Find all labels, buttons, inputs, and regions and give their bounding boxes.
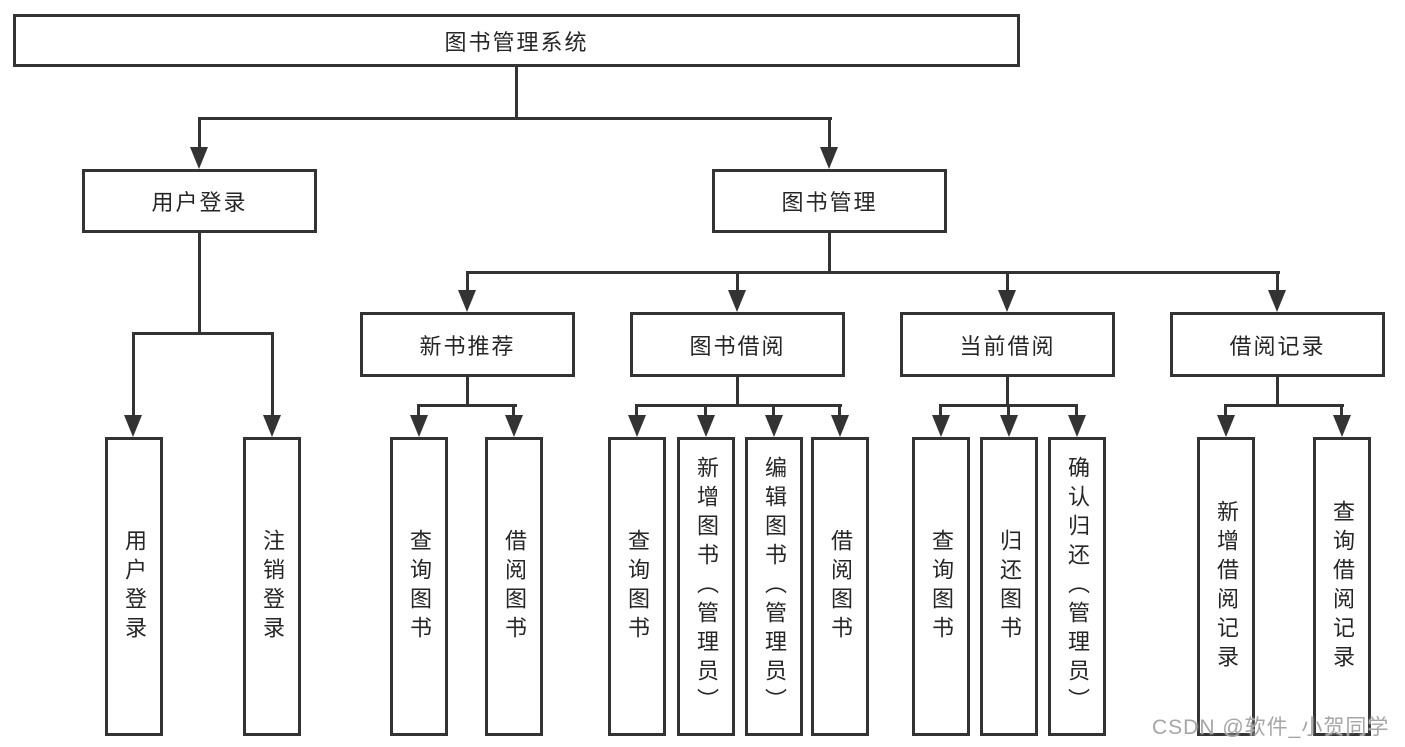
leaf-return-book: 归还图书	[980, 437, 1038, 736]
arrow-down-icon	[820, 147, 838, 169]
node-borrow-record: 借阅记录	[1170, 312, 1385, 377]
node-current-borrow-label: 当前借阅	[959, 333, 1056, 359]
leaf-edit-book-admin-label: 编辑图书（管理员）	[762, 456, 787, 717]
node-user-login: 用户登录	[82, 169, 317, 233]
leaf-query-borrow-record-label: 查询借阅记录	[1330, 499, 1355, 674]
connector	[736, 377, 739, 407]
arrow-down-icon	[932, 415, 950, 437]
leaf-edit-book-admin: 编辑图书（管理员）	[745, 437, 803, 736]
node-root: 图书管理系统	[13, 14, 1020, 67]
connector	[828, 117, 831, 149]
node-current-borrow: 当前借阅	[900, 312, 1115, 377]
node-book-borrow: 图书借阅	[630, 312, 845, 377]
arrow-down-icon	[124, 415, 142, 437]
leaf-borrow-book-borrow: 借阅图书	[811, 437, 869, 736]
connector	[1224, 404, 1344, 407]
leaf-logout-label: 注销登录	[260, 528, 285, 645]
leaf-add-borrow-record-label: 新增借阅记录	[1214, 499, 1239, 674]
connector	[1006, 271, 1009, 292]
connector	[1007, 404, 1010, 417]
connector	[515, 66, 518, 120]
connector	[512, 404, 515, 417]
node-borrow-record-label: 借阅记录	[1229, 333, 1326, 359]
arrow-down-icon	[1268, 290, 1286, 312]
arrow-down-icon	[263, 415, 281, 437]
arrow-down-icon	[765, 415, 783, 437]
leaf-query-book-recommend-label: 查询图书	[407, 528, 432, 645]
arrow-down-icon	[190, 147, 208, 169]
leaf-user-login-label: 用户登录	[122, 528, 147, 645]
connector	[1075, 404, 1078, 417]
leaf-borrow-book-recommend-label: 借阅图书	[502, 528, 527, 645]
arrow-down-icon	[1333, 415, 1351, 437]
leaf-query-book-borrow: 查询图书	[608, 437, 666, 736]
connector	[635, 404, 638, 417]
arrow-down-icon	[1000, 415, 1018, 437]
connector	[198, 233, 201, 335]
connector	[939, 404, 942, 417]
leaf-add-book-admin: 新增图书（管理员）	[677, 437, 735, 736]
leaf-query-borrow-record: 查询借阅记录	[1313, 437, 1371, 736]
arrow-down-icon	[410, 415, 428, 437]
leaf-query-book-borrow-label: 查询图书	[625, 528, 650, 645]
leaf-confirm-return-admin-label: 确认归还（管理员）	[1065, 456, 1090, 717]
arrow-down-icon	[505, 415, 523, 437]
leaf-add-borrow-record: 新增借阅记录	[1197, 437, 1255, 736]
node-new-book-recommend: 新书推荐	[360, 312, 575, 377]
node-book-management-label: 图书管理	[781, 190, 878, 215]
leaf-borrow-book-recommend: 借阅图书	[485, 437, 543, 736]
leaf-add-book-admin-label: 新增图书（管理员）	[694, 456, 719, 717]
arrow-down-icon	[697, 415, 715, 437]
connector	[1276, 377, 1279, 407]
arrow-down-icon	[1217, 415, 1235, 437]
connector	[417, 404, 420, 417]
connector	[635, 404, 842, 407]
node-new-book-recommend-label: 新书推荐	[419, 333, 516, 359]
leaf-query-book-current: 查询图书	[912, 437, 970, 736]
connector	[466, 271, 1280, 274]
connector	[417, 404, 517, 407]
connector	[736, 271, 739, 292]
node-root-label: 图书管理系统	[444, 29, 589, 55]
csdn-watermark: CSDN @软件_小贺同学	[1152, 716, 1390, 739]
connector	[466, 377, 469, 407]
connector	[838, 404, 841, 417]
connector	[704, 404, 707, 417]
node-book-borrow-label: 图书借阅	[689, 333, 786, 359]
connector	[1276, 271, 1279, 292]
connector	[198, 117, 201, 149]
arrow-down-icon	[831, 415, 849, 437]
arrow-down-icon	[1068, 415, 1086, 437]
arrow-down-icon	[728, 290, 746, 312]
arrow-down-icon	[628, 415, 646, 437]
connector	[772, 404, 775, 417]
leaf-query-book-recommend: 查询图书	[390, 437, 448, 736]
connector	[1340, 404, 1343, 417]
leaf-user-login: 用户登录	[105, 437, 163, 736]
leaf-logout: 注销登录	[243, 437, 301, 736]
node-book-management: 图书管理	[712, 169, 947, 233]
connector	[132, 332, 274, 335]
leaf-return-book-label: 归还图书	[997, 528, 1022, 645]
leaf-query-book-current-label: 查询图书	[929, 528, 954, 645]
connector	[828, 233, 831, 274]
arrow-down-icon	[458, 290, 476, 312]
connector	[466, 271, 469, 292]
connector	[132, 332, 135, 417]
leaf-borrow-book-borrow-label: 借阅图书	[828, 528, 853, 645]
connector	[1224, 404, 1227, 417]
connector	[1006, 377, 1009, 407]
leaf-confirm-return-admin: 确认归还（管理员）	[1048, 437, 1106, 736]
node-user-login-label: 用户登录	[151, 190, 248, 215]
connector	[198, 117, 832, 120]
arrow-down-icon	[998, 290, 1016, 312]
connector	[271, 332, 274, 417]
